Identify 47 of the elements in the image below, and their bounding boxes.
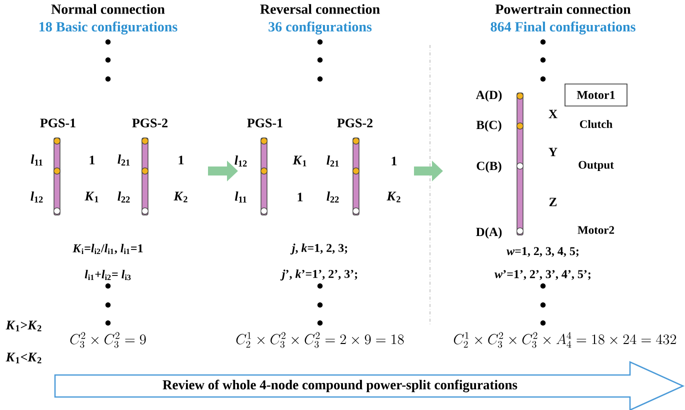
- node-label: A(D): [476, 90, 502, 102]
- component-label: Motor2: [578, 226, 614, 234]
- node-label: B(C): [476, 120, 502, 132]
- node-label: X: [548, 110, 558, 118]
- component-label: Clutch: [580, 120, 612, 128]
- lever-label: l$_{22}$: [326, 192, 339, 202]
- lever-bar: [54, 138, 60, 216]
- lever-bar: [352, 138, 360, 216]
- gear-set-label: PGS-2: [337, 118, 372, 128]
- column-heading: Normal connection: [51, 4, 165, 14]
- lever-bar: [142, 138, 148, 216]
- lever-label: K$_{1}$: [292, 156, 306, 166]
- lever-bar: [260, 138, 268, 216]
- lever-label: l$_{11}$: [234, 192, 246, 202]
- equation: j’, k’=1’, 2’, 3’;: [280, 270, 358, 280]
- component-box: Motor1: [564, 84, 628, 106]
- formula: $C_2^1\times C_3^2\times C_3^2=2\times 9=18$: [236, 332, 404, 348]
- node-label: D(A): [476, 227, 502, 239]
- column-heading: Powertrain connection: [495, 4, 631, 14]
- formula: $C_2^1\times C_3^2\times C_3^2\times A_4^4=18\times 24=432$: [454, 332, 676, 348]
- column-heading: Reversal connection: [260, 4, 380, 14]
- gear-set-label: PGS-2: [132, 118, 168, 128]
- lever-label: 1: [90, 156, 95, 164]
- lever-label: 1: [178, 156, 184, 164]
- node-label: C(B): [476, 161, 502, 173]
- lever-label: K$_{2}$: [174, 192, 188, 202]
- lever-label: l$_{22}$: [118, 192, 130, 202]
- configuration-count: 36 configurations: [268, 22, 372, 34]
- formula: $C_3^2\times C_3^2=9$: [70, 332, 146, 348]
- node-label: Y: [548, 148, 558, 156]
- gear-set-label: PGS-1: [247, 118, 282, 128]
- gear-set-label: PGS-1: [40, 118, 76, 128]
- lever-label: K$_{2}$: [386, 192, 400, 202]
- node-label: Z: [549, 198, 557, 206]
- equation: w’=1’, 2’, 3’, 4’, 5’;: [494, 270, 590, 280]
- lever-label: 1: [392, 156, 397, 166]
- inequality: K$_{1}$<K$_{2}$: [6, 352, 42, 364]
- lever-bar: [516, 92, 524, 236]
- inequality: K$_{1}$>K$_{2}$: [6, 320, 42, 332]
- equation: l$_{i1}$+l$_{i2}$= l$_{i3}$: [84, 270, 131, 280]
- equation: j, k=1, 2, 3;: [290, 244, 348, 254]
- configuration-count: 864 Final configurations: [490, 22, 636, 34]
- equation: K$_{i}$=l$_{i2}$/l$_{i1}$, l$_{i1}$=1: [72, 244, 143, 254]
- configuration-count: 18 Basic configurations: [40, 22, 178, 34]
- lever-label: 1: [298, 192, 303, 202]
- lever-label: K$_{1}$: [84, 192, 98, 202]
- component-label: Output: [578, 160, 614, 172]
